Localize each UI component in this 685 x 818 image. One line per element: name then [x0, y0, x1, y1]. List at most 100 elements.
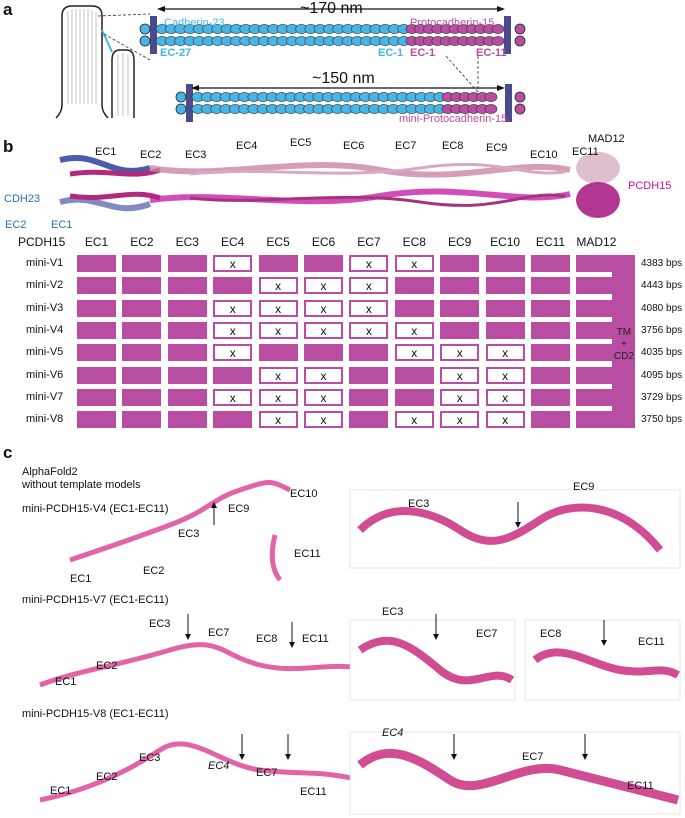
mad12-cell	[576, 277, 613, 295]
present-domain-cell	[485, 277, 525, 295]
removed-domain-cell: x	[258, 321, 298, 339]
table-row-label: mini-V3	[26, 301, 64, 314]
cdh-ec-1-label: EC-1	[378, 47, 404, 59]
full-length-label: ~170 nm	[300, 0, 363, 17]
panel-a-schematic	[55, 5, 526, 122]
ec-11-label: EC-11	[476, 47, 507, 59]
present-domain-cell	[77, 255, 116, 272]
mini-protocadherin-15-label: mini-Protocadherin-15	[399, 113, 508, 125]
v7-label-5: EC11	[302, 633, 329, 645]
removed-domain-cell: x	[349, 277, 389, 295]
structure-domain-label: EC5	[290, 137, 312, 149]
removed-domain-cell: x	[485, 366, 525, 384]
present-domain-cell	[349, 411, 389, 429]
present-domain-cell	[122, 344, 162, 362]
present-domain-cell	[167, 411, 207, 429]
table-column-header: EC10	[490, 235, 521, 249]
present-domain-cell	[122, 366, 162, 384]
table-column-header: EC9	[448, 235, 472, 249]
v7-label-0: EC1	[55, 676, 77, 688]
table-column-header: EC4	[221, 235, 245, 249]
table-column-header: EC8	[402, 235, 426, 249]
ec-27-label: EC-27	[160, 47, 192, 59]
present-domain-cell	[485, 255, 525, 272]
present-domain-cell	[77, 366, 116, 384]
v4-label-2: EC3	[178, 528, 200, 540]
present-domain-cell	[167, 388, 207, 406]
present-domain-cell	[77, 411, 116, 429]
removed-domain-cell: x	[485, 388, 525, 406]
panel-letter-a: a	[3, 0, 13, 19]
present-domain-cell	[531, 255, 570, 272]
present-domain-cell	[485, 321, 525, 339]
v7-zoom1-label-0: EC3	[382, 606, 404, 618]
removed-domain-cell: x	[440, 411, 480, 429]
v4-label-5: EC11	[294, 548, 321, 560]
present-domain-cell	[167, 344, 207, 362]
present-domain-cell	[167, 366, 207, 384]
removed-domain-cell: x	[213, 321, 253, 339]
present-domain-cell	[213, 277, 253, 295]
mad12-cell	[576, 344, 613, 362]
removed-domain-cell: x	[485, 411, 525, 429]
structure-cdh_ec2-label: EC2	[5, 219, 27, 231]
removed-domain-cell: x	[485, 344, 525, 362]
removed-domain-cell: x	[394, 255, 434, 272]
v4-label-1: EC2	[143, 565, 165, 577]
mad12-cell	[576, 366, 613, 384]
removed-domain-cell: x	[394, 321, 434, 339]
v7-label-4: EC8	[256, 633, 278, 645]
removed-domain-cell: x	[213, 255, 253, 272]
present-domain-cell	[349, 388, 389, 406]
present-domain-cell	[77, 388, 116, 406]
structure-domain-label: EC11	[572, 146, 599, 158]
table-corner-label: PCDH15	[18, 235, 66, 249]
present-domain-cell	[304, 255, 343, 272]
cadherin-23-label: Cadherin-23	[164, 17, 225, 29]
tm-cd2-label: TM + CD2	[613, 327, 634, 362]
mad12-cell	[576, 411, 613, 429]
row-bps-label: 4035 bps	[641, 347, 683, 359]
present-domain-cell	[349, 344, 389, 362]
v4-label-4: EC10	[290, 488, 318, 500]
v8-label-3: EC4	[208, 760, 230, 772]
removed-domain-cell: x	[349, 299, 389, 317]
structure-domain-label: EC1	[95, 146, 117, 158]
row-bps-label: 4095 bps	[641, 369, 683, 381]
mini-pcdh15-bead	[484, 104, 498, 114]
removed-domain-cell: x	[258, 388, 298, 406]
table-row-label: mini-V7	[26, 390, 64, 403]
v4-zoom-label-0: EC3	[408, 498, 430, 510]
removed-domain-cell: x	[258, 299, 298, 317]
structure-cdh23-label: CDH23	[4, 193, 41, 205]
present-domain-cell	[394, 299, 434, 317]
v8-title: mini-PCDH15-V8 (EC1-EC11)	[22, 708, 169, 720]
v8-label-0: EC1	[50, 785, 72, 797]
table-row-label: mini-V8	[26, 413, 64, 426]
v4-label-3: EC9	[228, 503, 250, 515]
present-domain-cell	[167, 299, 207, 317]
v8-zoom-label-2: EC11	[627, 780, 654, 792]
table-column-header: EC5	[266, 235, 290, 249]
removed-domain-cell: x	[440, 344, 480, 362]
table-column-header: EC3	[175, 235, 199, 249]
removed-domain-cell: x	[304, 388, 343, 406]
v8-zoom-label-1: EC7	[522, 751, 544, 763]
removed-domain-cell: x	[258, 277, 298, 295]
v4-label-0: EC1	[70, 573, 92, 585]
structure-pcdh15-label: PCDH15	[628, 180, 672, 192]
present-domain-cell	[77, 277, 116, 295]
present-domain-cell	[167, 321, 207, 339]
v4-title: mini-PCDH15-V4 (EC1-EC11)	[22, 503, 169, 515]
structure-domain-label: EC9	[486, 142, 508, 154]
removed-domain-cell: x	[213, 388, 253, 406]
structure-domain-label: EC6	[343, 140, 365, 152]
table-row-label: mini-V6	[26, 368, 64, 381]
v8-label-2: EC3	[139, 752, 161, 764]
table-column-header: EC7	[357, 235, 381, 249]
removed-domain-cell: x	[304, 299, 343, 317]
mad12-cell	[576, 299, 613, 317]
present-domain-cell	[258, 344, 298, 362]
present-domain-cell	[440, 255, 480, 272]
removed-domain-cell: x	[213, 344, 253, 362]
